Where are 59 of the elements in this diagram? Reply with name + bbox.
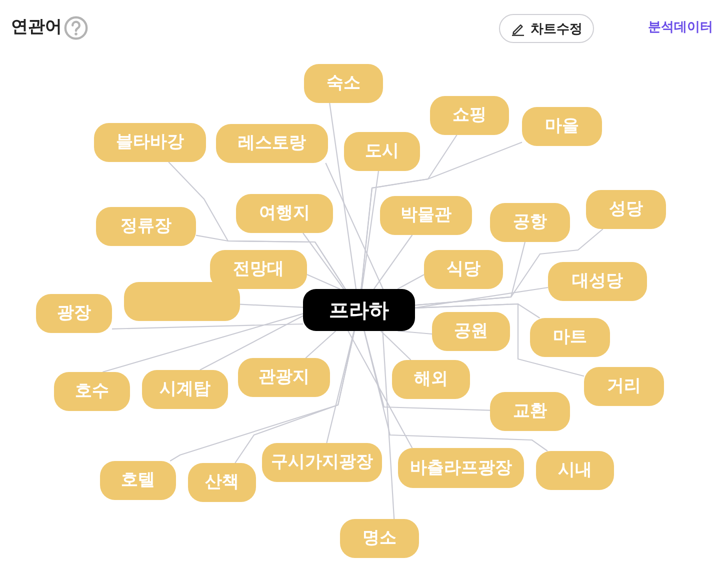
connector-line: [234, 330, 355, 464]
center-keyword-box: 프라하: [303, 289, 415, 331]
keyword-bubble: 식당: [424, 250, 503, 289]
connector-line: [196, 234, 346, 290]
keyword-bubble: 시내: [536, 451, 614, 490]
connector-line: [382, 330, 395, 520]
keyword-bubble: 구시가지광장: [262, 443, 382, 482]
connector-line: [240, 304, 304, 308]
keyword-bubble: 여행지: [236, 194, 333, 233]
connector-line: [397, 274, 424, 290]
keyword-bubble: 전망대: [210, 250, 307, 289]
keyword-bubble: 거리: [584, 367, 664, 406]
connector-line: [414, 303, 584, 377]
connector-line: [373, 234, 413, 290]
connector-line: [326, 330, 354, 444]
keyword-bubble: 바츨라프광장: [398, 448, 524, 488]
connector-line: [364, 330, 490, 411]
connector-line: [398, 330, 432, 335]
connector-line: [306, 274, 340, 290]
keyword-bubble: 성당: [586, 190, 666, 229]
keyword-bubble: 광장: [36, 294, 112, 333]
connector-line: [112, 323, 304, 330]
section-title: 연관어: [11, 16, 62, 39]
data-link: 분석데이터: [648, 19, 713, 37]
connector-line: [325, 162, 384, 290]
connector-line: [360, 142, 522, 290]
keyword-bubble: 숙소: [304, 64, 383, 103]
keyword-bubble: 마을: [522, 107, 602, 146]
connector-line: [348, 330, 413, 448]
connector-line: [361, 170, 380, 290]
keyword-bubble: 도시: [344, 132, 420, 171]
keyword-bubble: 대성당: [548, 262, 647, 301]
keyword-bubble: 블타바강: [94, 123, 206, 162]
keyword-bubble: 산책: [188, 463, 256, 502]
connector-line: [329, 102, 357, 290]
keyword-bubble: 교환: [490, 392, 570, 431]
keyword-bubble: 공원: [432, 312, 510, 351]
connector-line: [364, 330, 548, 452]
keyword-bubble: 호수: [54, 372, 130, 411]
keyword-bubble: 관광지: [238, 358, 330, 397]
keyword-bubble: 호텔: [100, 461, 176, 500]
connector-line: [200, 315, 304, 370]
connector-line: [380, 330, 412, 360]
keyword-bubble: 명소: [340, 519, 419, 558]
connector-line: [102, 313, 304, 373]
keyword-bubble: 쇼핑: [430, 96, 509, 135]
connector-line: [302, 232, 344, 290]
connector-line: [305, 330, 336, 358]
keyword-bubble: 공항: [490, 203, 570, 242]
keyword-bubble: 해외: [392, 360, 470, 399]
connector-line: [414, 228, 604, 306]
edit-button: 차트수정: [499, 14, 594, 43]
connector-line: [414, 286, 548, 308]
blank-bubble: [124, 282, 240, 321]
keyword-bubble: 마트: [530, 318, 610, 357]
keyword-bubble: 박물관: [380, 196, 472, 235]
keyword-bubble: 정류장: [96, 207, 196, 246]
keyword-bubble: 레스토랑: [216, 124, 328, 163]
keyword-bubble: 시계탑: [142, 370, 228, 409]
